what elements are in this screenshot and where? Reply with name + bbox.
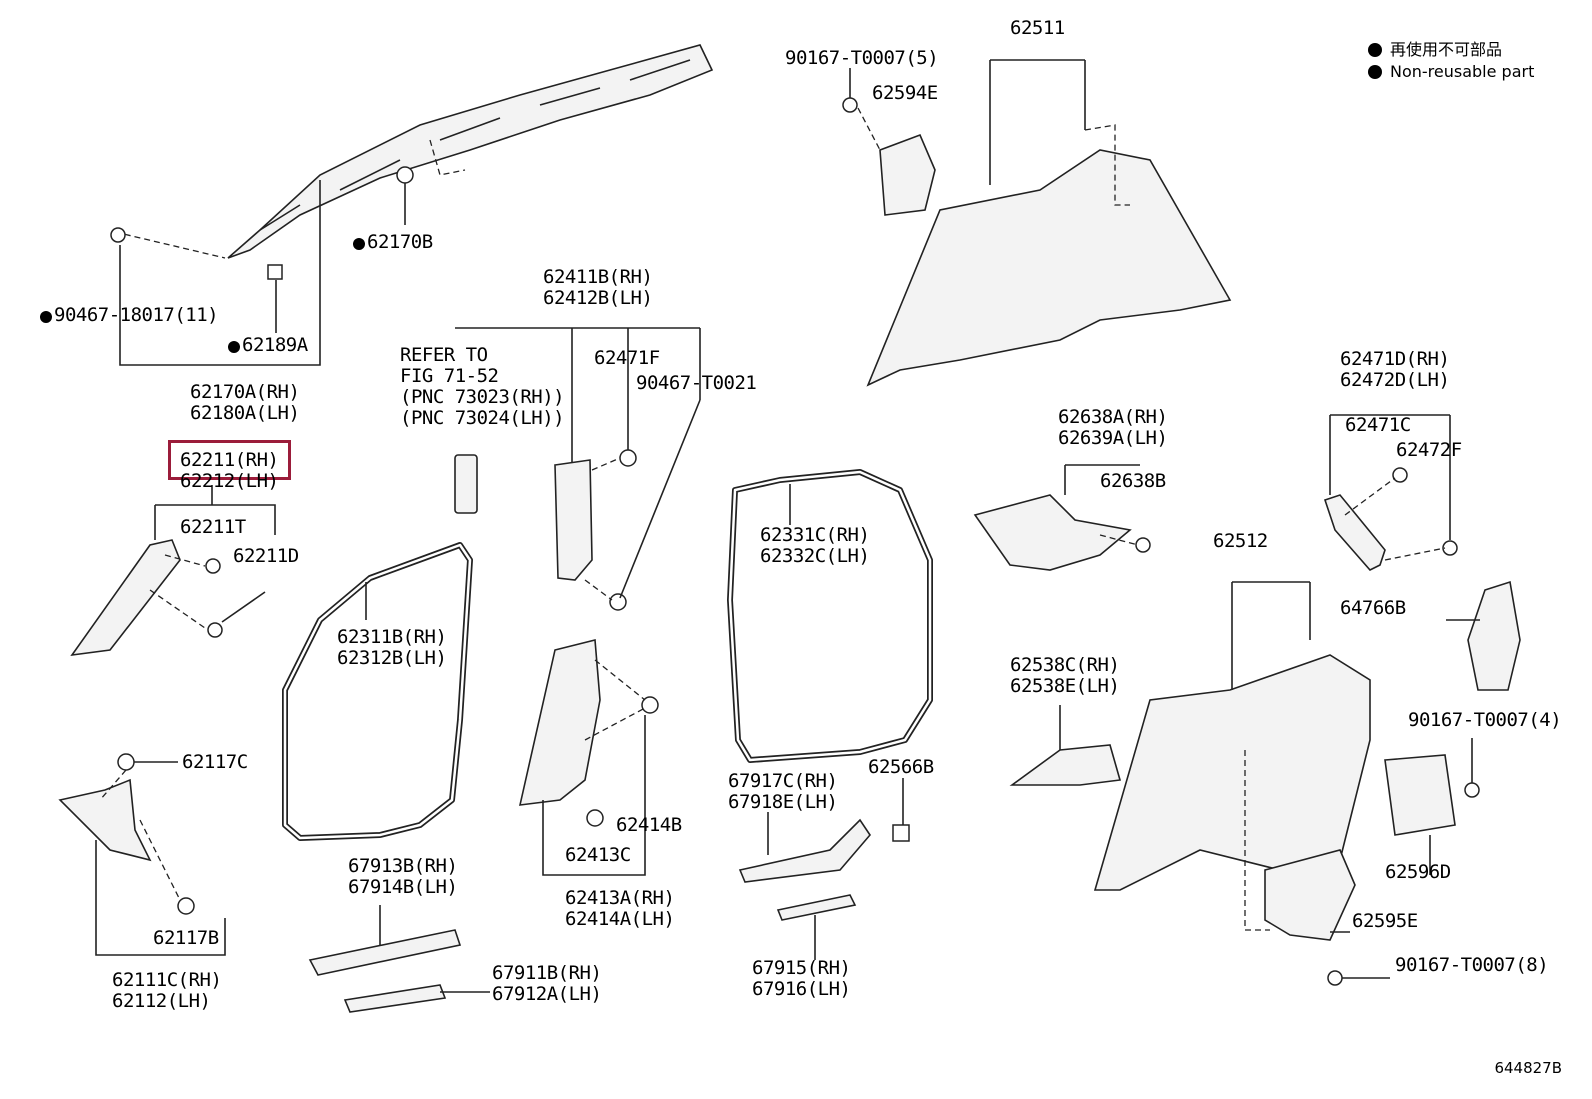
part-label: 62170A(RH) <box>190 381 300 403</box>
part-label: 62472F <box>1396 439 1462 461</box>
part-label: 62512 <box>1213 530 1268 552</box>
part-label: 62413C <box>565 844 631 866</box>
part-label: 62638B <box>1100 470 1166 492</box>
cowl-side-trim-part <box>58 778 152 862</box>
part-label: 67914B(LH) <box>348 876 458 898</box>
part-label: 62117C <box>182 751 248 773</box>
legend-line-en: Non-reusable part <box>1368 62 1534 81</box>
part-label: 62594E <box>872 82 938 104</box>
part-label: 62595E <box>1352 910 1418 932</box>
part-label: 62471F <box>594 347 660 369</box>
part-label: 67918E(LH) <box>728 791 838 813</box>
part-label: 62596D <box>1385 861 1451 883</box>
deck-side-trim-part <box>973 494 1132 571</box>
part-label: 90467-T0021 <box>636 372 757 394</box>
quarter-cover-part <box>879 133 936 216</box>
part-label: 62211T <box>180 516 246 538</box>
part-label: 62471D(RH) <box>1340 348 1450 370</box>
part-label: 62117B <box>153 927 219 949</box>
quarter-finish-plate-part <box>1009 744 1122 786</box>
part-label: 62471C <box>1345 414 1411 436</box>
front-scuff-plate-part <box>308 929 462 976</box>
part-label: 90167-T0007(4) <box>1408 709 1562 731</box>
part-label: 62412B(LH) <box>543 287 653 309</box>
part-label: 90167-T0007(5) <box>785 47 939 69</box>
part-label: 62414B <box>616 814 682 836</box>
part-label: 62331C(RH) <box>760 524 870 546</box>
part-label: 62170B <box>353 232 433 252</box>
part-label: 62212(LH) <box>180 470 279 492</box>
part-label: 62180A(LH) <box>190 402 300 424</box>
refer-note: (PNC 73024(LH)) <box>400 407 565 429</box>
part-label: 67917C(RH) <box>728 770 838 792</box>
non-reusable-dot-icon <box>353 238 365 250</box>
non-reusable-dot-icon <box>1368 65 1382 79</box>
non-reusable-dot-icon <box>1368 43 1382 57</box>
part-label: 62211(RH) <box>180 449 279 471</box>
quarter-trim-lower-part <box>1093 654 1371 891</box>
part-label: 67911B(RH) <box>492 962 602 984</box>
part-label: 62472D(LH) <box>1340 369 1450 391</box>
non-reusable-dot-icon <box>228 341 240 353</box>
part-label: 62511 <box>1010 17 1065 39</box>
part-label: 62538C(RH) <box>1010 654 1120 676</box>
rear-quarter-cover-part <box>1467 580 1521 691</box>
part-label: 62211D <box>233 545 299 567</box>
rear-scuff-plate-part <box>738 818 872 883</box>
roof-side-garnish-part <box>227 44 714 259</box>
front-door-scuff-plate-part <box>343 984 447 1013</box>
part-label: 62112(LH) <box>112 990 211 1012</box>
part-label: 62538E(LH) <box>1010 675 1120 697</box>
refer-note: FIG 71-52 <box>400 365 499 387</box>
rear-pillar-garnish-part <box>1323 494 1386 571</box>
rear-step-plate-part <box>776 894 857 921</box>
quarter-lower-cover-part <box>1264 849 1356 941</box>
part-label: 67912A(LH) <box>492 983 602 1005</box>
part-label: 62311B(RH) <box>337 626 447 648</box>
part-label: 62639A(LH) <box>1058 427 1168 449</box>
highlight-box <box>168 440 291 480</box>
quarter-trim-upper-part <box>866 149 1232 387</box>
part-label: 62413A(RH) <box>565 887 675 909</box>
part-label: 90167-T0007(8) <box>1395 954 1549 976</box>
part-label: 90467-18017(11) <box>40 305 219 325</box>
part-label: 62566B <box>868 756 934 778</box>
center-pillar-lower-garnish-part <box>518 638 601 806</box>
part-label: 64766B <box>1340 597 1406 619</box>
front-pillar-garnish-part <box>70 539 181 657</box>
refer-note: REFER TO <box>400 344 488 366</box>
center-pillar-upper-garnish-part <box>554 459 593 581</box>
part-label: 62411B(RH) <box>543 266 653 288</box>
part-label: 67913B(RH) <box>348 855 458 877</box>
part-label: 62332C(LH) <box>760 545 870 567</box>
legend-line-ja: 再使用不可部品 <box>1368 36 1502 60</box>
refer-note: (PNC 73023(RH)) <box>400 386 565 408</box>
non-reusable-dot-icon <box>40 311 52 323</box>
part-label: 62312B(LH) <box>337 647 447 669</box>
rear-door-weatherstrip <box>727 469 933 763</box>
part-label: 67915(RH) <box>752 957 851 979</box>
front-door-weatherstrip <box>282 542 473 841</box>
figure-number: 644827B <box>1494 1059 1562 1077</box>
jack-cover-part <box>1384 754 1456 836</box>
part-label: 62189A <box>228 335 308 355</box>
part-label: 62111C(RH) <box>112 969 222 991</box>
part-label: 62638A(RH) <box>1058 406 1168 428</box>
part-label: 62414A(LH) <box>565 908 675 930</box>
part-label: 67916(LH) <box>752 978 851 1000</box>
